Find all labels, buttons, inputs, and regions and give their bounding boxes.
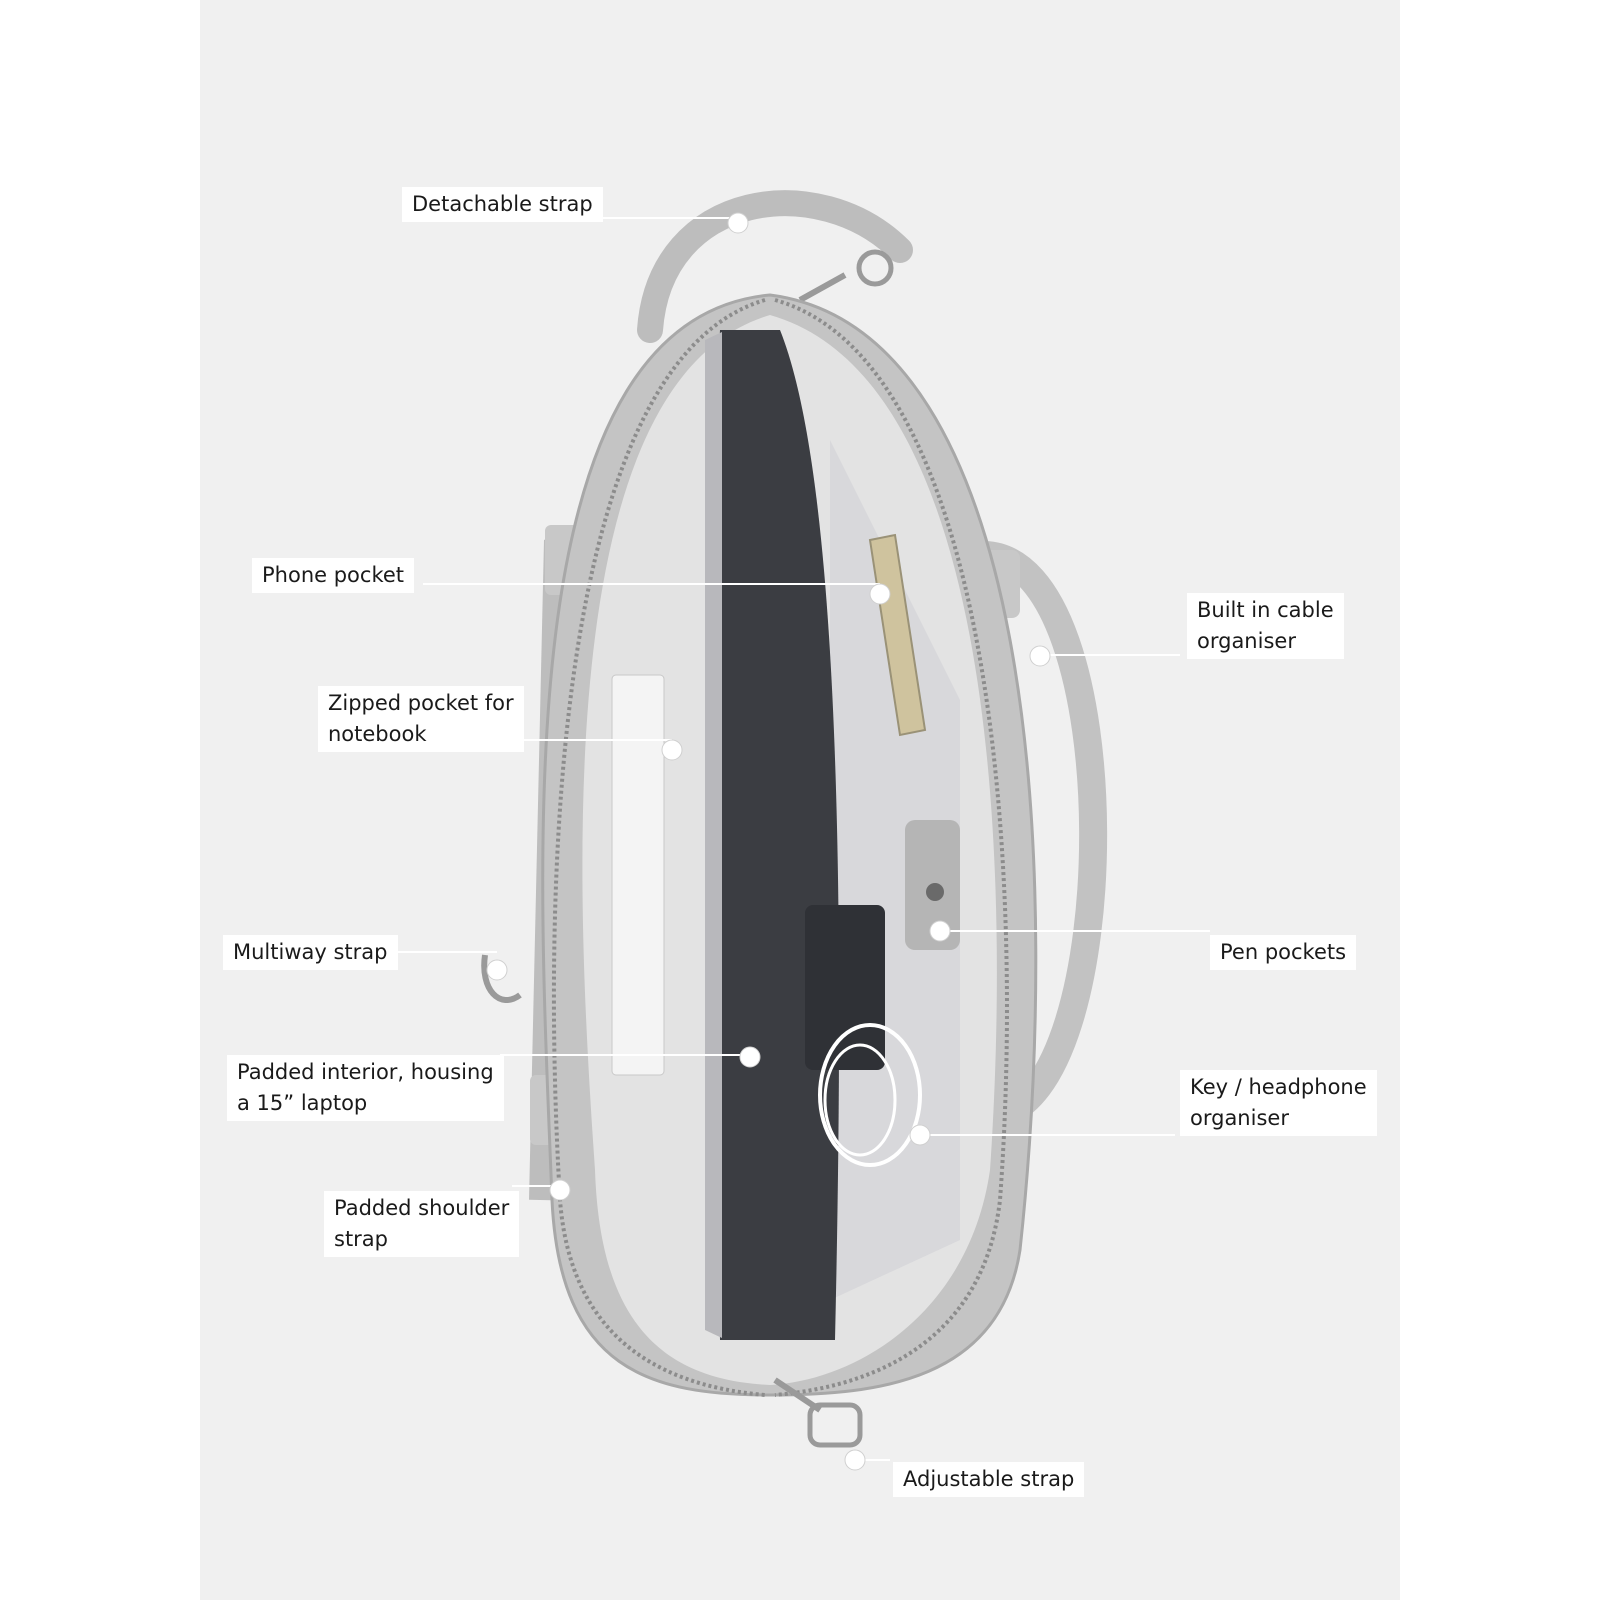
notebook <box>611 674 665 1076</box>
dot-phone-pocket <box>869 583 891 605</box>
label-phone-pocket: Phone pocket <box>252 558 415 593</box>
dot-pen-pockets <box>929 920 951 942</box>
zipper-right <box>774 298 1009 1397</box>
dot-detachable-strap <box>727 212 749 234</box>
dot-padded-shoulder-strap <box>549 1179 571 1201</box>
laptop <box>714 330 840 1340</box>
right-handle <box>971 541 1108 1129</box>
callout-dots <box>486 212 1051 1471</box>
dot-zipped-pocket <box>661 739 683 761</box>
top-clip <box>798 272 847 303</box>
top-clasp <box>856 249 894 287</box>
leader-lines <box>395 217 1210 1461</box>
label-pen-pockets: Pen pockets <box>1210 935 1357 970</box>
label-cable-organiser: Built in cable organiser <box>1187 593 1344 659</box>
power-bank <box>805 905 885 1070</box>
cable-coil <box>818 1023 922 1167</box>
zipper-left <box>551 298 766 1397</box>
dot-padded-interior <box>739 1046 761 1068</box>
label-zipped-pocket: Zipped pocket for notebook <box>318 686 524 752</box>
cable-coil-inner <box>823 1043 897 1157</box>
detachable-strap-handle <box>637 190 913 343</box>
dot-cable-organiser <box>1029 645 1051 667</box>
multiway-strap-ring <box>481 954 522 1003</box>
label-multiway-strap: Multiway strap <box>223 935 398 970</box>
label-key-organiser: Key / headphone organiser <box>1180 1070 1377 1136</box>
pen-top <box>926 883 944 901</box>
label-detachable-strap: Detachable strap <box>402 187 603 222</box>
quilted-lining <box>830 440 960 1300</box>
label-padded-shoulder-strap: Padded shoulder strap <box>324 1191 520 1257</box>
laptop-edge <box>705 332 722 1338</box>
dot-adjustable-strap <box>844 1449 866 1471</box>
label-adjustable-strap: Adjustable strap <box>893 1462 1085 1497</box>
bottom-clasp <box>807 1402 863 1448</box>
label-padded-interior: Padded interior, housing a 15” laptop <box>227 1055 504 1121</box>
dot-multiway-strap <box>486 959 508 981</box>
dot-key-organiser <box>909 1124 931 1146</box>
